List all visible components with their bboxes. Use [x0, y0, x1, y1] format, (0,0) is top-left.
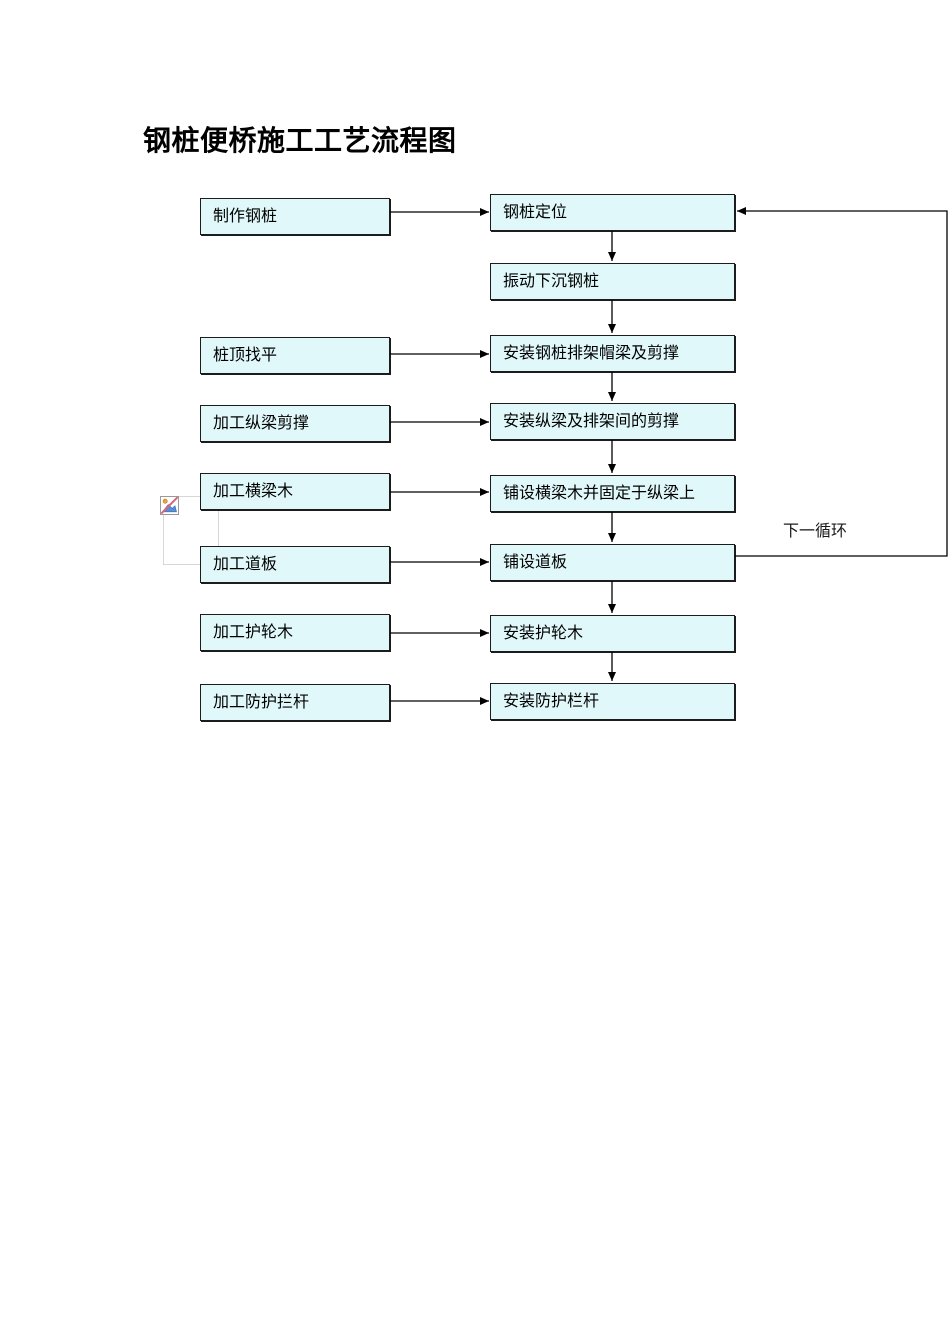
flow-box-lay-deck-planks: 铺设道板 — [490, 544, 735, 581]
flow-box-fabricate-crossbeam-timber: 加工横梁木 — [200, 473, 390, 510]
flow-box-make-steel-piles: 制作钢桩 — [200, 198, 390, 235]
flow-box-fabricate-wheel-guard-timber: 加工护轮木 — [200, 614, 390, 651]
missing-image-placeholder — [163, 496, 219, 565]
flow-box-install-guard-rails: 安装防护栏杆 — [490, 683, 735, 720]
broken-image-icon — [160, 496, 179, 515]
page-title: 钢桩便桥施工工艺流程图 — [143, 126, 457, 157]
flow-box-install-wheel-guards: 安装护轮木 — [490, 615, 735, 652]
flow-box-position-steel-piles: 钢桩定位 — [490, 194, 735, 231]
flow-box-level-pile-tops: 桩顶找平 — [200, 337, 390, 374]
arrow-next-cycle-loop — [735, 207, 948, 557]
flow-box-fabricate-guard-rails: 加工防护拦杆 — [200, 684, 390, 721]
next-cycle-label: 下一循环 — [783, 523, 848, 540]
flow-box-install-stringer-bracing: 安装纵梁及排架间的剪撑 — [490, 403, 735, 440]
flow-box-lay-crossbeams-fix: 铺设横梁木并固定于纵梁上 — [490, 475, 735, 512]
flow-box-fabricate-stringer-bracing: 加工纵梁剪撑 — [200, 405, 390, 442]
flow-box-install-cap-beams-bracing: 安装钢桩排架帽梁及剪撑 — [490, 335, 735, 372]
flow-box-vibrate-sink-piles: 振动下沉钢桩 — [490, 263, 735, 300]
flow-box-fabricate-deck-planks: 加工道板 — [200, 546, 390, 583]
